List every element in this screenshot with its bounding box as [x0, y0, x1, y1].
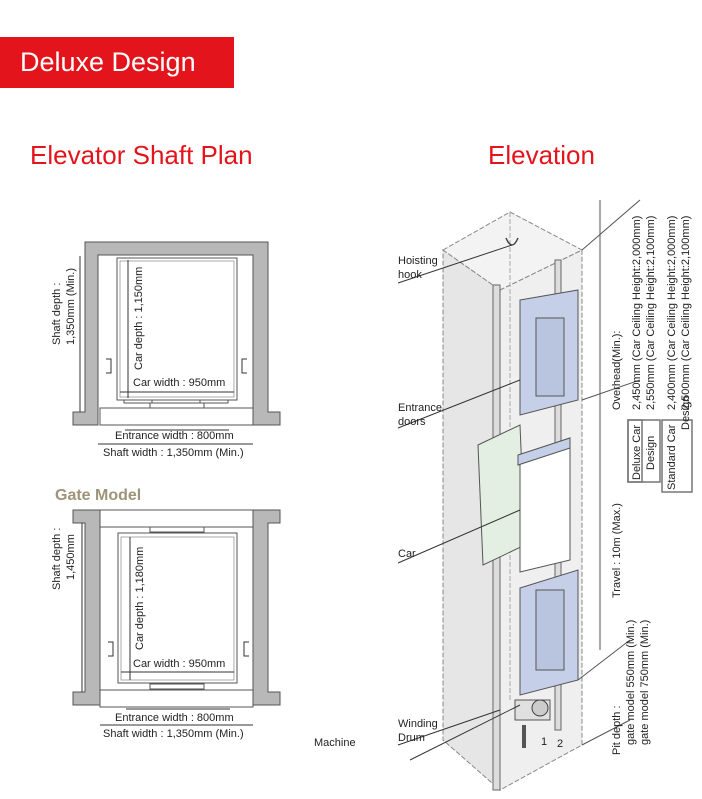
shaft-depth-label-1: Shaft depth :: [51, 283, 63, 345]
travel-label: Travel : 10m (Max.): [611, 503, 623, 598]
deluxe-box-label-1: Deluxe Car: [631, 425, 643, 480]
gate-shaft-plan: Shaft depth : 1,450mm Car depth : 1,180m…: [51, 509, 281, 740]
car-body: [477, 424, 526, 566]
car-depth-label: Car depth : 1,180mm: [134, 547, 146, 650]
standard-box-label-2: Design: [680, 396, 692, 430]
entrance-panel: [99, 689, 254, 708]
marker-1: 1: [541, 736, 547, 748]
shaft-wall: [72, 241, 281, 426]
overhead-label: Overhead(Min.):: [611, 331, 623, 410]
car-outline: [116, 257, 238, 401]
car-label: Car: [398, 548, 416, 560]
elevation-title: Elevation: [488, 140, 595, 170]
machine-label: Machine: [314, 737, 356, 749]
pit-value-2: gate model 750mm (Min.): [639, 620, 651, 745]
entrance-doors-label-2: doors: [398, 416, 426, 428]
car-width-label: Car width : 950mm: [133, 377, 225, 389]
shaft-width-label: Shaft width : 1,350mm (Min.): [103, 728, 244, 740]
standard-value-1: 2,400mm (Car Ceiling Height:2,000mm): [666, 216, 678, 410]
deluxe-box-label-2: Design: [645, 436, 657, 470]
shaft-width-label: Shaft width : 1,350mm (Min.): [103, 447, 244, 459]
standard-design-box: [661, 419, 693, 493]
standard-box-label-1: Standard Car: [666, 424, 678, 490]
hoisting-hook-label-1: Hoisting: [398, 255, 438, 267]
pit-depth-label: Pit depth :: [611, 705, 623, 755]
entrance-width-label: Entrance width : 800mm: [115, 430, 234, 442]
standard-shaft-plan: Shaft depth : 1,350mm (Min.) Car depth :…: [51, 241, 281, 459]
standard-value-2: 2,500mm (Car Ceiling Height:2,100mm): [680, 216, 692, 410]
winding-drum-label-1: Winding: [398, 718, 438, 730]
car-outline: [117, 532, 238, 684]
car-width-label: Car width : 950mm: [133, 658, 225, 670]
deluxe-value-2: 2,550mm (Car Ceiling Height:2,100mm): [645, 216, 657, 410]
entrance-panel: [99, 407, 254, 426]
winding-drum-label-2: Drum: [398, 732, 425, 744]
deluxe-value-1: 2,450mm (Car Ceiling Height:2,000mm): [631, 216, 643, 410]
rear-gate-panel: [99, 509, 254, 528]
shaft-wall-right: [252, 509, 281, 706]
hoisting-hook-label-2: hook: [398, 269, 422, 281]
shaft-depth-label-2: 1,350mm (Min.): [65, 268, 77, 345]
shaft-depth-label-2: 1,450mm: [65, 534, 77, 580]
marker-2: 2: [557, 738, 563, 750]
entrance-doors-label-1: Entrance: [398, 402, 442, 414]
pit-value-1: gate model 550mm (Min.): [625, 620, 637, 745]
gate-model-heading: Gate Model: [55, 487, 141, 504]
shaft-wall-left: [72, 509, 101, 706]
shaft-depth-label-1: Shaft depth :: [51, 528, 63, 590]
entrance-width-label: Entrance width : 800mm: [115, 712, 234, 724]
car-depth-label: Car depth : 1,150mm: [133, 267, 145, 370]
elevation-drawing: [397, 199, 641, 792]
deluxe-design-banner: Deluxe Design: [0, 37, 234, 88]
shaft-plan-title: Elevator Shaft Plan: [30, 140, 253, 170]
